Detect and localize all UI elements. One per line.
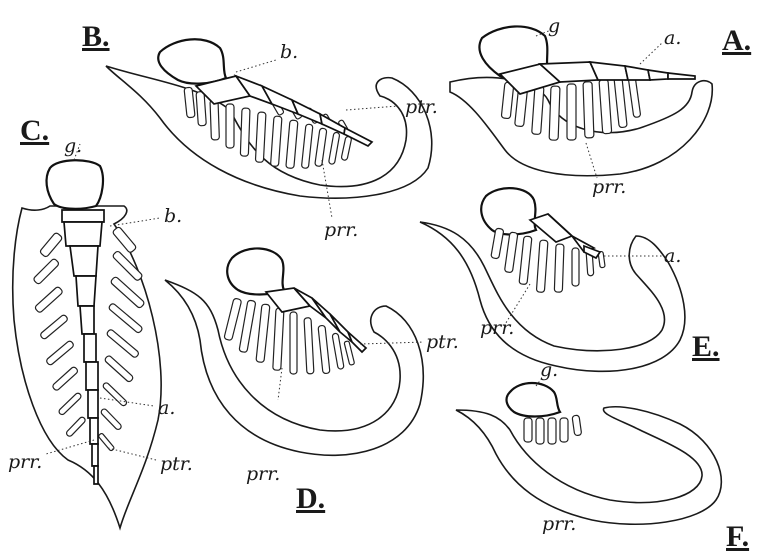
panel-b-label-b: b. [280, 41, 298, 63]
panel-b: b. ptr. prr. B. [82, 20, 438, 241]
panel-c: g. b. a. prr. ptr. C. [8, 114, 193, 528]
panel-e-fin-outline [420, 222, 685, 371]
panel-c-label-ptr: ptr. [160, 453, 193, 475]
panel-e: a. prr. E. [420, 188, 720, 371]
panel-f-letter: F. [726, 520, 749, 551]
panel-b-girdle [158, 39, 226, 83]
panel-d-letter: D. [296, 482, 325, 515]
panel-e-letter: E. [692, 330, 720, 363]
panel-f-girdle [507, 383, 560, 417]
panel-f-label-g: g. [540, 359, 558, 381]
panel-f-label-prr: prr. [542, 513, 576, 535]
panel-f-fin-outline [456, 407, 721, 524]
panel-d-label-prr: prr. [246, 463, 280, 485]
panel-e-label-a: a. [664, 245, 681, 267]
panel-a-fin-outline [450, 77, 712, 175]
panel-d-girdle [227, 248, 284, 294]
panel-f-radials [524, 415, 582, 444]
panel-b-label-ptr: ptr. [405, 96, 438, 118]
panel-c-label-g: g. [64, 135, 82, 157]
panel-a-label-prr: prr. [592, 176, 626, 198]
panel-b-label-prr: prr. [324, 219, 358, 241]
panel-a-label-g: g [548, 15, 560, 37]
panel-f: g. prr. F. [456, 359, 749, 551]
panel-a: g a. prr. A. [450, 15, 751, 198]
panel-a-axis [500, 62, 695, 94]
panel-b-axis [196, 76, 372, 146]
panel-c-label-b: b. [164, 205, 182, 227]
panel-a-letter: A. [722, 24, 751, 57]
panel-e-girdle [481, 188, 536, 234]
panel-c-label-prr: prr. [8, 451, 42, 473]
panel-c-label-a: a. [158, 397, 175, 419]
panel-e-radials [491, 228, 605, 292]
panel-b-fin-outline [106, 66, 432, 198]
panel-d: ptr. prr. D. [165, 248, 459, 515]
panel-c-girdle [47, 160, 103, 209]
panel-d-label-ptr: ptr. [426, 331, 459, 353]
panel-a-label-a: a. [664, 27, 681, 49]
panel-e-label-prr: prr. [480, 317, 514, 339]
panel-b-letter: B. [82, 20, 110, 53]
panel-c-letter: C. [20, 114, 49, 147]
